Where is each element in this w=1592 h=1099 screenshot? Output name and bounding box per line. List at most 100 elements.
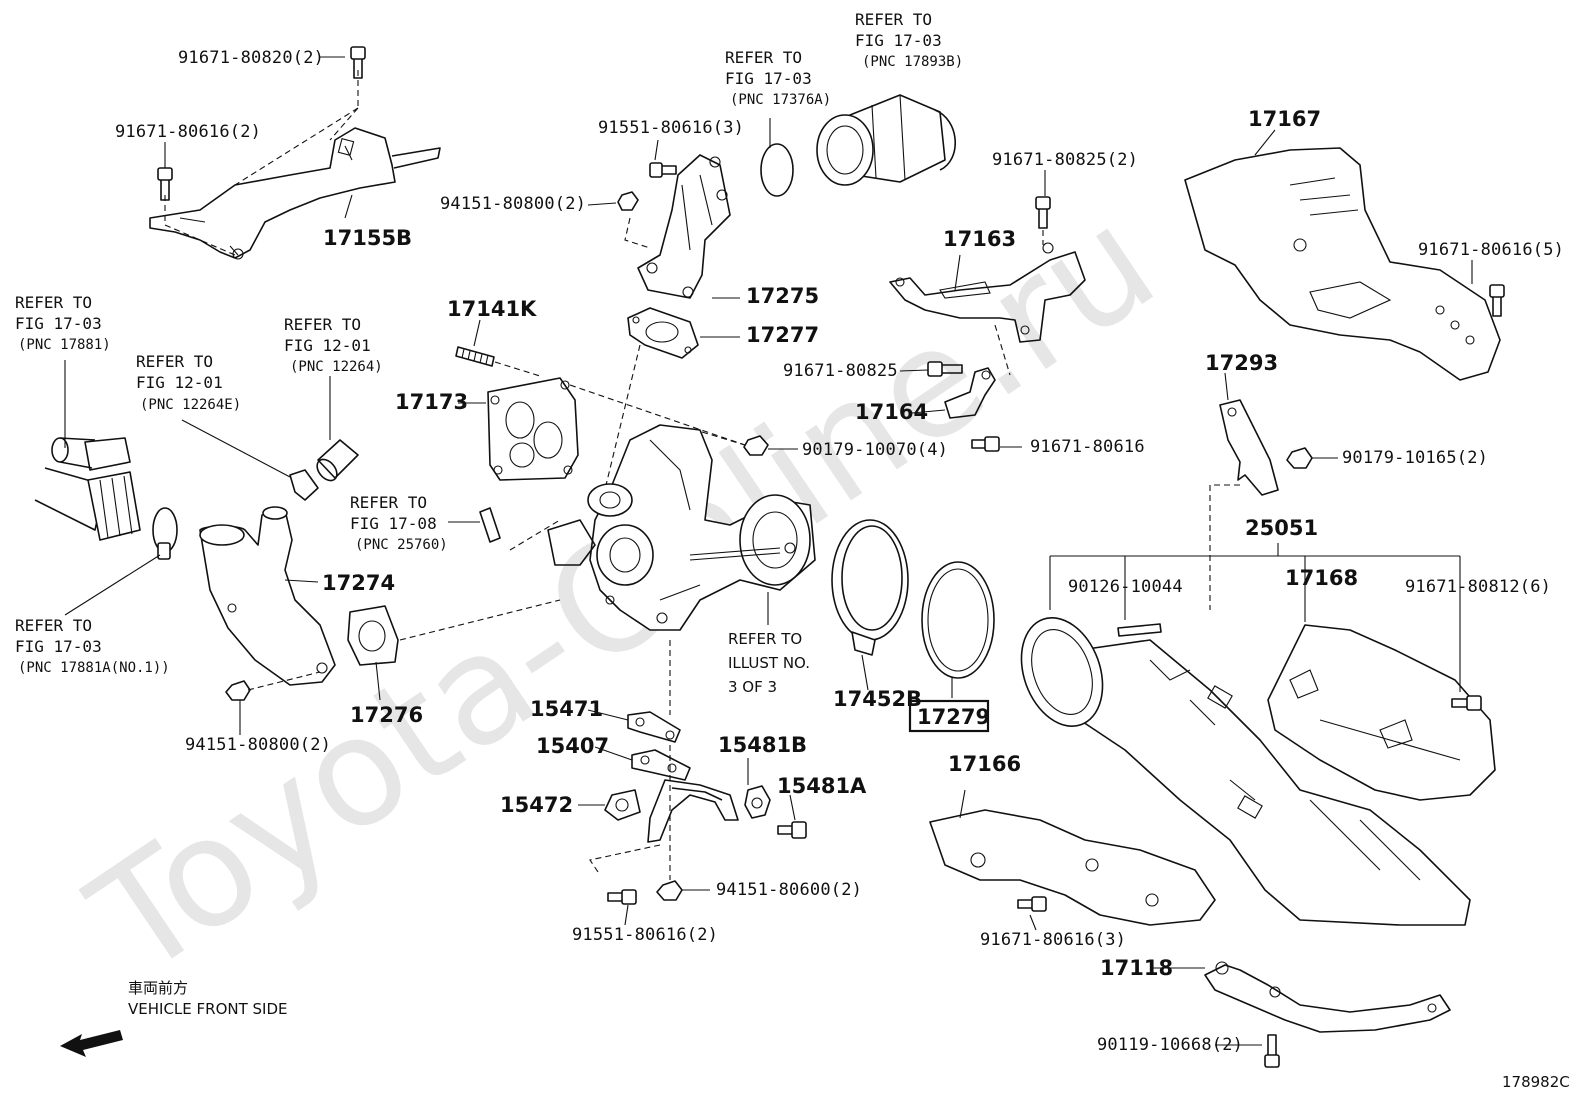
svg-text:(PNC 25760): (PNC 25760): [355, 537, 448, 553]
label-fastener: 90126-10044: [1068, 577, 1183, 597]
insulator-17168-drawing: [1267, 624, 1496, 801]
svg-text:(PNC 17376A): (PNC 17376A): [730, 92, 831, 108]
svg-text:3 OF 3: 3 OF 3: [728, 678, 777, 696]
nut-icon: [656, 880, 683, 901]
bolt-icon: [607, 889, 637, 905]
part-17163-drawing: [889, 242, 1086, 343]
label-part: 17293: [1205, 351, 1278, 375]
label-part: 17141K: [447, 297, 537, 321]
label-part: 17167: [1248, 107, 1321, 131]
label-fastener: 90179-10165(2): [1342, 448, 1488, 468]
refer-block: REFER TO FIG 12-01 (PNC 12264E): [136, 352, 241, 413]
label-fastener: 90179-10070(4): [802, 440, 948, 460]
svg-text:REFER TO: REFER TO: [15, 616, 92, 635]
refer-block: REFER TO FIG 17-03 (PNC 17881): [15, 293, 111, 353]
svg-text:REFER TO: REFER TO: [725, 48, 802, 67]
hose-17881-drawing: [34, 437, 178, 560]
nut-icon: [617, 191, 639, 211]
refer-block: REFER TO FIG 17-08 (PNC 25760): [350, 493, 448, 553]
label-part: 17173: [395, 390, 468, 414]
label-part: 15407: [536, 734, 609, 758]
figure-id: 178982C: [1502, 1073, 1570, 1091]
svg-text:(PNC 12264E): (PNC 12264E): [140, 397, 241, 413]
label-part: 15481B: [718, 733, 807, 757]
label-part: 17275: [746, 284, 819, 308]
label-fastener: 90119-10668(2): [1097, 1035, 1243, 1055]
label-part: 17166: [948, 752, 1021, 776]
stud-icon: [1117, 623, 1162, 637]
gasket-17173-drawing: [487, 377, 579, 481]
gasket-17279-drawing: [921, 561, 995, 679]
label-fastener: 91671-80812(6): [1405, 577, 1551, 597]
insulator-17167-drawing: [1184, 147, 1501, 381]
gasket-15481b-drawing: [744, 785, 771, 819]
label-part: 25051: [1245, 516, 1318, 540]
label-part: 15472: [500, 793, 573, 817]
part-17274-drawing: [199, 506, 336, 686]
hose-12264-drawing: [316, 439, 359, 482]
refer-block: REFER TO FIG 17-03 (PNC 17893B): [855, 10, 963, 70]
svg-text:REFER TO: REFER TO: [350, 493, 427, 512]
insulator-17166-drawing: [929, 809, 1216, 926]
bolt-icon: [350, 46, 366, 79]
label-fastener: 91671-80825: [783, 361, 898, 381]
bolt-icon: [971, 436, 1000, 452]
bolt-icon: [927, 361, 963, 377]
label-part: 17164: [855, 400, 928, 424]
label-part: 17452B: [833, 687, 922, 711]
label-fastener: 91671-80616(2): [115, 122, 261, 142]
nut-icon: [225, 680, 251, 701]
gasket-17277-drawing: [627, 307, 699, 359]
label-part-highlighted: 17279: [917, 705, 990, 729]
svg-text:FIG 17-03: FIG 17-03: [855, 31, 942, 50]
pipe-17893b-drawing: [816, 94, 956, 186]
label-part: 17168: [1285, 566, 1358, 590]
label-part: 15481A: [777, 774, 867, 798]
highlight-box: [908, 699, 990, 733]
bolt-icon: [1035, 196, 1051, 229]
label-part: 17276: [350, 703, 423, 727]
vehicle-front-en: VEHICLE FRONT SIDE: [128, 1000, 288, 1018]
label-fastener: 91671-80616(5): [1418, 240, 1564, 260]
bolt-icon: [1017, 896, 1047, 912]
part-17293-drawing: [1219, 399, 1279, 496]
gasket-17376a-drawing: [760, 143, 794, 197]
svg-text:(PNC 17893B): (PNC 17893B): [862, 54, 963, 70]
label-part: 15471: [530, 697, 603, 721]
nut-icon: [743, 435, 769, 456]
bolt-icon: [649, 162, 677, 178]
gasket-17276-drawing: [347, 605, 399, 666]
bolt-icon: [1489, 284, 1505, 317]
refer-block: REFER TO FIG 17-03 (PNC 17376A): [725, 48, 831, 108]
label-fastener: 94151-80800(2): [440, 194, 586, 214]
refer-block: REFER TO FIG 17-03 (PNC 17881A(NO.1)): [15, 616, 170, 676]
svg-text:FIG 17-03: FIG 17-03: [15, 637, 102, 656]
svg-text:REFER TO: REFER TO: [136, 352, 213, 371]
label-part: 17274: [322, 571, 395, 595]
svg-text:REFER TO: REFER TO: [728, 630, 802, 648]
bolt-15481a-drawing: [777, 821, 807, 839]
svg-text:REFER TO: REFER TO: [284, 315, 361, 334]
oil-line-15407-drawing: [604, 711, 739, 843]
label-fastener: 91551-80616(3): [598, 118, 744, 138]
refer-block: REFER TO ILLUST NO. 3 OF 3: [728, 630, 810, 696]
part-17275-drawing: [637, 154, 731, 299]
clamp-17452b-drawing: [831, 519, 909, 656]
bolt-icon: [1451, 695, 1482, 711]
leader-lines: [64, 56, 1473, 1046]
svg-text:FIG 17-08: FIG 17-08: [350, 514, 437, 533]
label-part: 17118: [1100, 956, 1173, 980]
svg-text:FIG 17-03: FIG 17-03: [725, 69, 812, 88]
svg-text:(PNC 17881A(NO.1)): (PNC 17881A(NO.1)): [18, 660, 170, 676]
refer-block: REFER TO FIG 12-01 (PNC 12264): [284, 315, 383, 375]
label-part: 17155B: [323, 226, 412, 250]
svg-text:(PNC 12264): (PNC 12264): [290, 359, 383, 375]
part-17155b-drawing: [149, 127, 441, 260]
label-part: 17277: [746, 323, 819, 347]
stud-17141k-drawing: [455, 346, 495, 367]
bolt-icon: [157, 167, 173, 201]
vehicle-front-arrow-icon: [60, 1030, 123, 1057]
label-fastener: 91551-80616(2): [572, 925, 718, 945]
svg-text:REFER TO: REFER TO: [15, 293, 92, 312]
